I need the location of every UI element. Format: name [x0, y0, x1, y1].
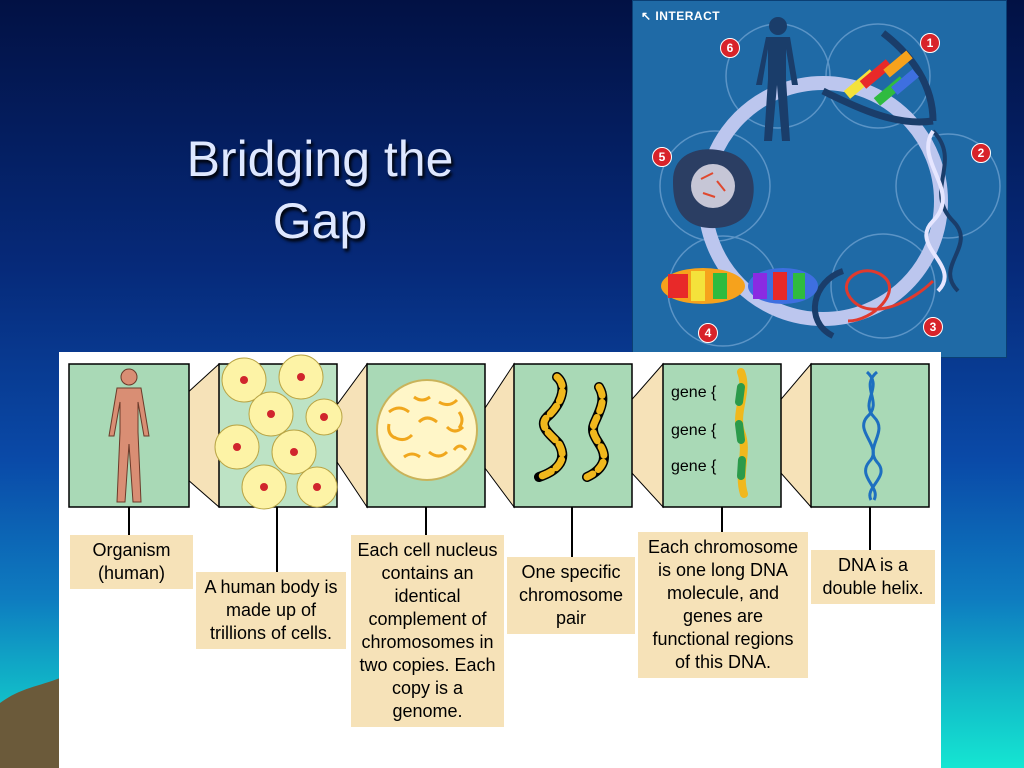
- step-5-badge[interactable]: 5: [652, 147, 672, 167]
- cell-nucleus-dots: [233, 373, 328, 491]
- human-figure-icon: [108, 368, 150, 503]
- caption-chromosome-pair: One specific chromosome pair: [507, 557, 635, 634]
- caption-organism: Organism (human): [70, 535, 193, 589]
- chromatin-coil-icon: [812, 268, 935, 339]
- step-3-badge[interactable]: 3: [923, 317, 943, 337]
- step-6-badge[interactable]: 6: [720, 38, 740, 58]
- caption-nucleus: Each cell nucleus contains an identical …: [351, 535, 504, 727]
- nucleus-chromosomes-icon: [376, 379, 478, 481]
- slide-title-line-1: Bridging the: [186, 131, 454, 187]
- gene-label-1: gene {: [671, 384, 717, 401]
- human-silhouette-icon: [756, 17, 798, 141]
- chromosome-genes-icon: [735, 368, 748, 498]
- organism-to-dna-figure: gene { gene { gene { Organism (human) A …: [59, 352, 941, 768]
- interact-diagram-panel[interactable]: ↖ INTERACT: [632, 0, 1007, 358]
- cell-nucleus-icon: [673, 149, 754, 229]
- double-helix-icon: [924, 129, 963, 293]
- slide-title-line-2: Gap: [272, 193, 368, 249]
- interact-button[interactable]: ↖ INTERACT: [641, 9, 720, 23]
- step-1-badge[interactable]: 1: [920, 33, 940, 53]
- dna-helix-icon: [862, 370, 883, 501]
- figure-artwork: [68, 354, 930, 572]
- caption-chromosome: Each chromosome is one long DNA molecule…: [638, 532, 808, 678]
- gene-label-2: gene {: [671, 422, 717, 439]
- caption-cells: A human body is made up of trillions of …: [196, 572, 346, 649]
- chromosome-icon: [661, 268, 818, 304]
- cursor-icon: ↖: [641, 9, 652, 23]
- dna-ladder-icon: [821, 30, 937, 126]
- slide-title: Bridging the Gap: [120, 128, 520, 252]
- organism-to-dna-cycle: [659, 17, 1001, 347]
- gene-label-3: gene {: [671, 458, 717, 475]
- interact-label: INTERACT: [655, 9, 721, 23]
- step-4-badge[interactable]: 4: [698, 323, 718, 343]
- step-2-badge[interactable]: 2: [971, 143, 991, 163]
- chromosome-pair-icon: [534, 372, 610, 482]
- caption-dna: DNA is a double helix.: [811, 550, 935, 604]
